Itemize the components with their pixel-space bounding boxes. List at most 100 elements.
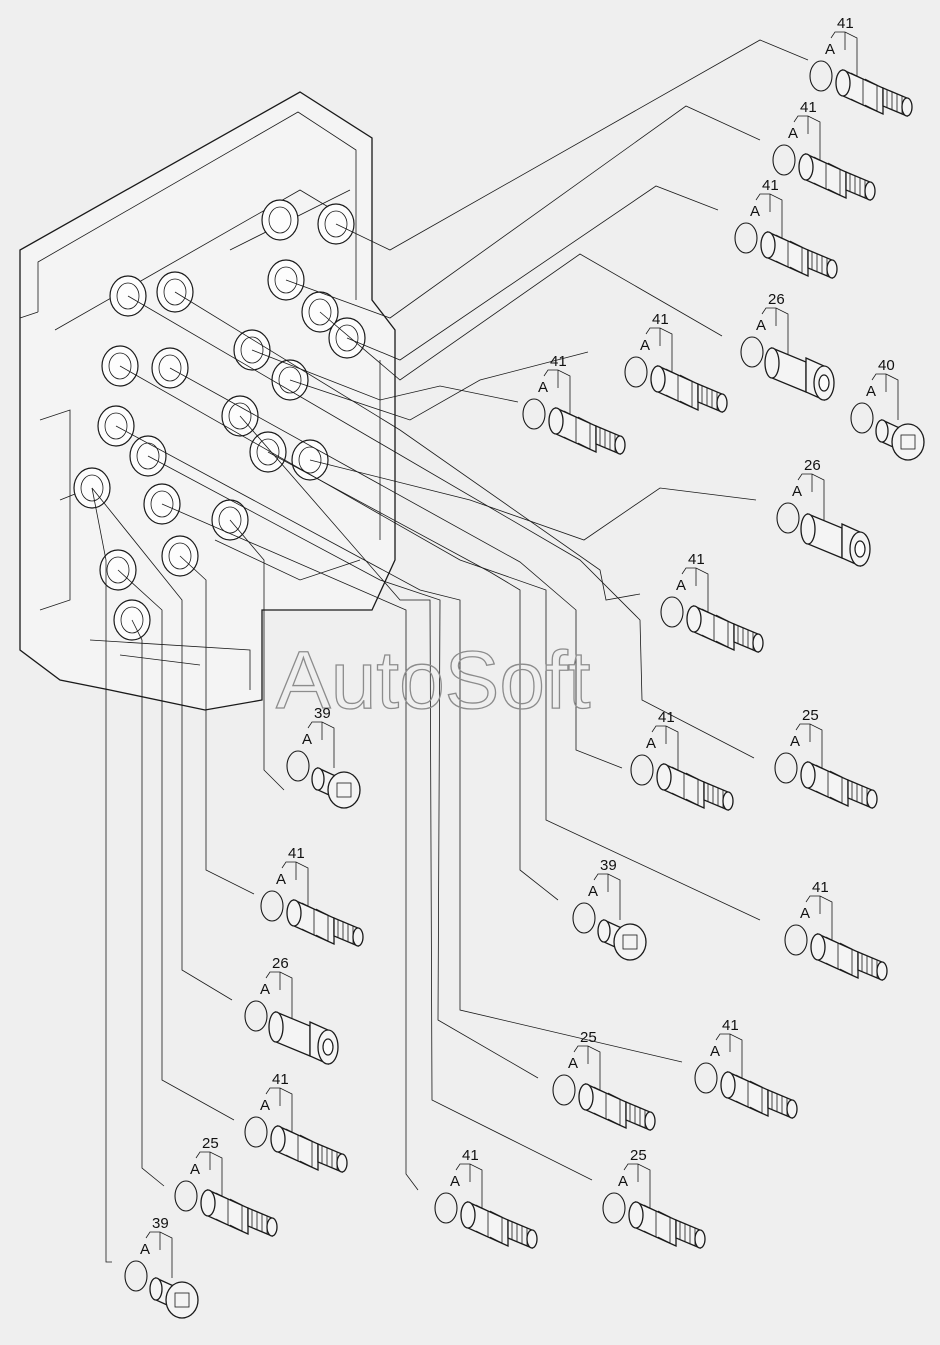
part-number: 41 <box>837 15 854 32</box>
ring-label: A <box>260 981 270 998</box>
part-number: 40 <box>878 357 895 374</box>
leader-line <box>179 555 255 895</box>
callout-adapter: A41 <box>624 311 728 413</box>
callout-adapter: A41 <box>772 99 876 201</box>
ring-label: A <box>800 905 810 922</box>
o-ring <box>734 222 758 254</box>
callout-adapter: A41 <box>522 353 626 455</box>
callout-adapter: A41 <box>694 1017 798 1119</box>
callout-adapter: A41 <box>734 177 838 279</box>
o-ring <box>434 1192 458 1224</box>
o-ring <box>286 750 310 782</box>
part-number: 26 <box>768 291 785 308</box>
part-number: 41 <box>762 177 779 194</box>
leader-line <box>91 487 112 1263</box>
leader-line <box>267 451 559 901</box>
o-ring <box>124 1260 148 1292</box>
leader-line <box>309 459 757 541</box>
callout-plug: A39 <box>286 705 361 809</box>
callout-nut-fitting: A26 <box>776 457 871 568</box>
leader-line <box>127 295 755 759</box>
o-ring <box>244 1000 268 1032</box>
o-ring <box>624 356 648 388</box>
part-number: 26 <box>804 457 821 474</box>
leader-line <box>169 367 623 769</box>
ring-label: A <box>866 383 876 400</box>
part-number: 25 <box>802 707 819 724</box>
callout-adapter: A41 <box>809 15 913 117</box>
o-ring <box>809 60 833 92</box>
leader-line <box>285 105 761 319</box>
leader-line <box>346 185 719 361</box>
part-number: 25 <box>630 1147 647 1164</box>
leader-line <box>119 365 761 921</box>
callout-nut-fitting: A26 <box>740 291 835 402</box>
o-ring <box>260 890 284 922</box>
o-ring <box>572 902 596 934</box>
callout-plug: A40 <box>850 357 925 461</box>
callouts: A41A41A41A26A40A41A41A26A41A25A41A41A39A… <box>124 15 925 1319</box>
o-ring <box>630 754 654 786</box>
callout-adapter: A25 <box>174 1135 278 1237</box>
part-number: 41 <box>272 1071 289 1088</box>
part-number: 25 <box>202 1135 219 1152</box>
part-number: 41 <box>722 1017 739 1034</box>
leader-line <box>91 487 233 1001</box>
leader-line <box>161 503 419 1191</box>
callout-adapter: A41 <box>784 879 888 981</box>
ring-label: A <box>792 483 802 500</box>
watermark: AutoSoft <box>276 635 591 726</box>
ring-label: A <box>676 577 686 594</box>
part-number: 39 <box>314 705 331 722</box>
part-number: 39 <box>600 857 617 874</box>
part-number: 39 <box>152 1215 169 1232</box>
ring-label: A <box>538 379 548 396</box>
ring-label: A <box>190 1161 200 1178</box>
ring-label: A <box>646 735 656 752</box>
o-ring <box>740 336 764 368</box>
port <box>261 199 299 241</box>
ring-label: A <box>450 1173 460 1190</box>
callout-plug: A39 <box>124 1215 199 1319</box>
part-number: 41 <box>550 353 567 370</box>
callout-nut-fitting: A26 <box>244 955 339 1066</box>
callout-adapter: A41 <box>660 551 764 653</box>
leader-line <box>239 415 593 1181</box>
part-number: 41 <box>658 709 675 726</box>
leader-line <box>174 291 641 601</box>
leader-lines <box>91 39 809 1263</box>
callout-plug: A39 <box>572 857 647 961</box>
part-number: 41 <box>462 1147 479 1164</box>
o-ring <box>774 752 798 784</box>
o-ring <box>776 502 800 534</box>
callout-adapter: A41 <box>244 1071 348 1173</box>
leader-line <box>319 253 723 381</box>
part-number: 26 <box>272 955 289 972</box>
leader-line <box>147 455 539 1079</box>
ring-label: A <box>788 125 798 142</box>
ring-label: A <box>825 41 835 58</box>
o-ring <box>522 398 546 430</box>
callout-adapter: A41 <box>260 845 364 947</box>
callout-adapter: A25 <box>774 707 878 809</box>
part-number: 41 <box>652 311 669 328</box>
ring-label: A <box>302 731 312 748</box>
control-valve-block <box>19 91 396 711</box>
o-ring <box>552 1074 576 1106</box>
o-ring <box>174 1180 198 1212</box>
ring-label: A <box>588 883 598 900</box>
part-number: 41 <box>812 879 829 896</box>
leader-line <box>117 569 235 1121</box>
o-ring <box>772 144 796 176</box>
callout-adapter: A41 <box>630 709 734 811</box>
o-ring <box>694 1062 718 1094</box>
o-ring <box>850 402 874 434</box>
leader-line <box>131 619 165 1187</box>
part-number: 41 <box>688 551 705 568</box>
ring-label: A <box>276 871 286 888</box>
part-number: 25 <box>580 1029 597 1046</box>
ring-label: A <box>790 733 800 750</box>
ring-label: A <box>756 317 766 334</box>
leader-line <box>335 39 809 251</box>
